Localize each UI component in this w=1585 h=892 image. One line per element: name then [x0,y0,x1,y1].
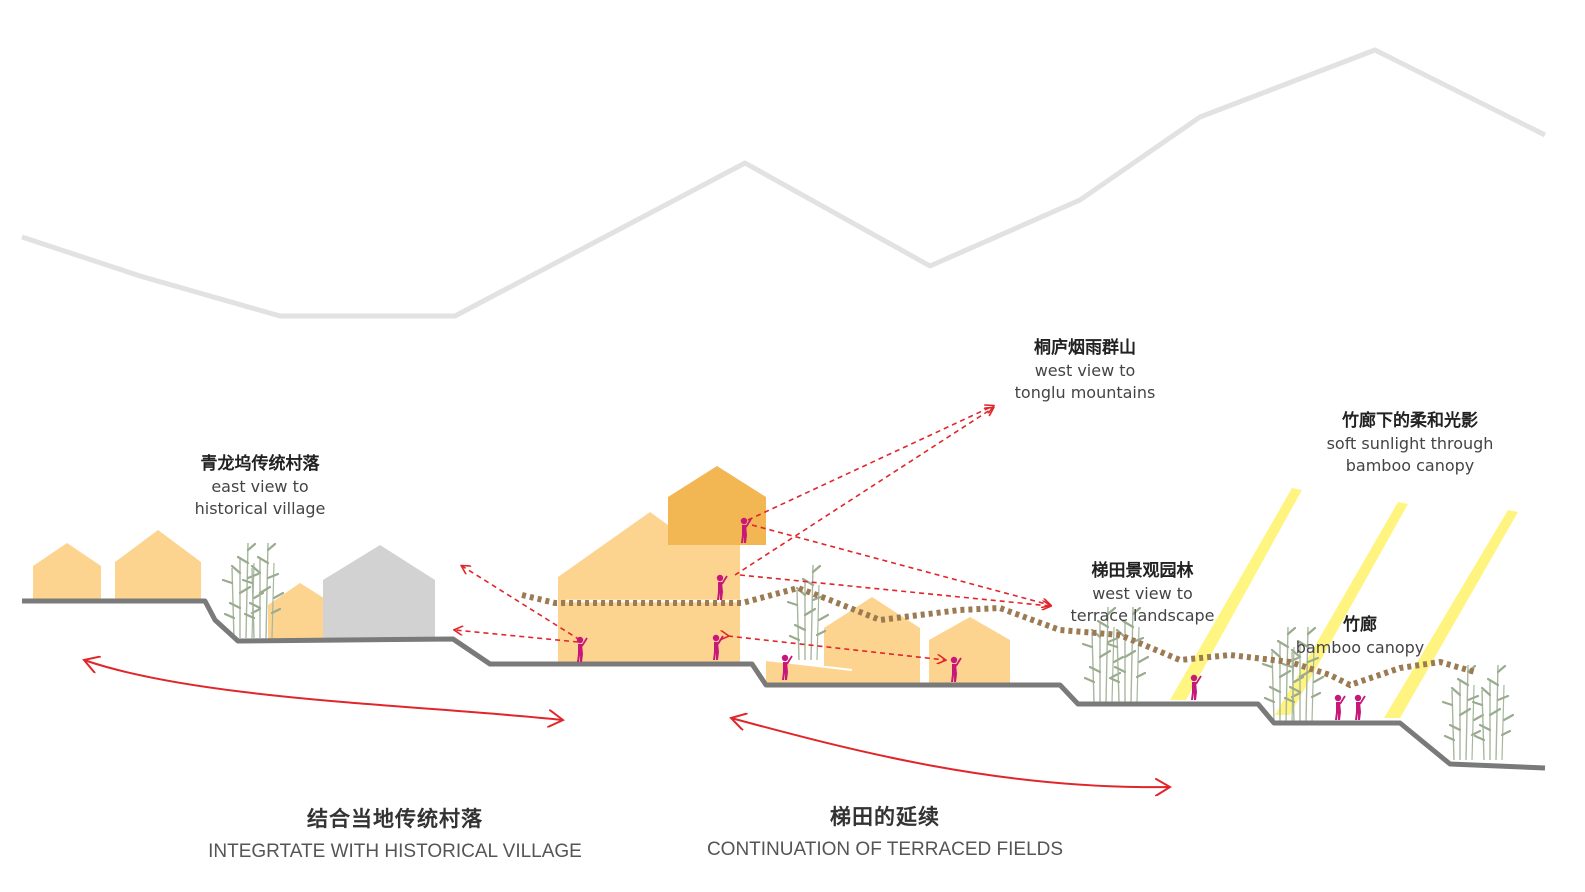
house-far-left [33,543,101,600]
label-sunlight: 竹廊下的柔和光影 soft sunlight through bamboo ca… [1315,410,1505,476]
caption-village-cn: 结合当地传统村落 [307,807,483,831]
house-main [558,512,740,664]
view-arrows [455,406,1050,660]
arrow-village-extent [84,660,563,720]
label-terrace: 梯田景观园林 west view to terrace landscape [1055,560,1230,626]
house-small-left [268,583,335,640]
caption-village-en: INTEGRTATE WITH HISTORICAL VILLAGE [208,841,582,862]
caption-terrace-en: CONTINUATION OF TERRACED FIELDS [706,839,1064,860]
label-sunlight-en2: bamboo canopy [1345,455,1475,475]
label-mountains-en2: tonglu mountains [1014,382,1156,402]
caption-terrace: 梯田的延续 CONTINUATION OF TERRACED FIELDS [685,801,1085,861]
mountain-ridge-line [21,47,1547,319]
house-gray [323,545,435,638]
label-mountains-cn: 桐庐烟雨群山 [1034,338,1136,358]
label-terrace-en2: terrace landscape [1070,605,1215,625]
caption-terrace-cn: 梯田的延续 [830,805,940,829]
label-village: 青龙坞传统村落 east view to historical village [175,453,345,519]
arrow-terrace-extent [731,718,1170,787]
label-village-en2: historical village [194,498,326,518]
label-terrace-cn: 梯田景观园林 [1091,561,1194,581]
label-terrace-en1: west view to [1092,583,1193,603]
label-mountains: 桐庐烟雨群山 west view to tonglu mountains [995,337,1175,403]
label-sunlight-cn: 竹廊下的柔和光影 [1342,411,1478,431]
house-left [115,530,201,600]
ground-section-line [22,598,1546,771]
label-canopy: 竹廊 bamboo canopy [1280,614,1440,659]
house-terrace-right [929,617,1010,684]
label-village-cn: 青龙坞传统村落 [200,454,320,474]
label-mountains-en1: west view to [1034,360,1136,380]
label-sunlight-en1: soft sunlight through [1326,433,1494,453]
label-canopy-cn: 竹廊 [1343,615,1377,635]
label-village-en1: east view to [211,476,309,496]
house-upper-box [668,466,766,545]
label-canopy-en1: bamboo canopy [1295,637,1425,657]
caption-village: 结合当地传统村落 INTEGRTATE WITH HISTORICAL VILL… [185,803,605,863]
house-ramp [766,660,852,684]
